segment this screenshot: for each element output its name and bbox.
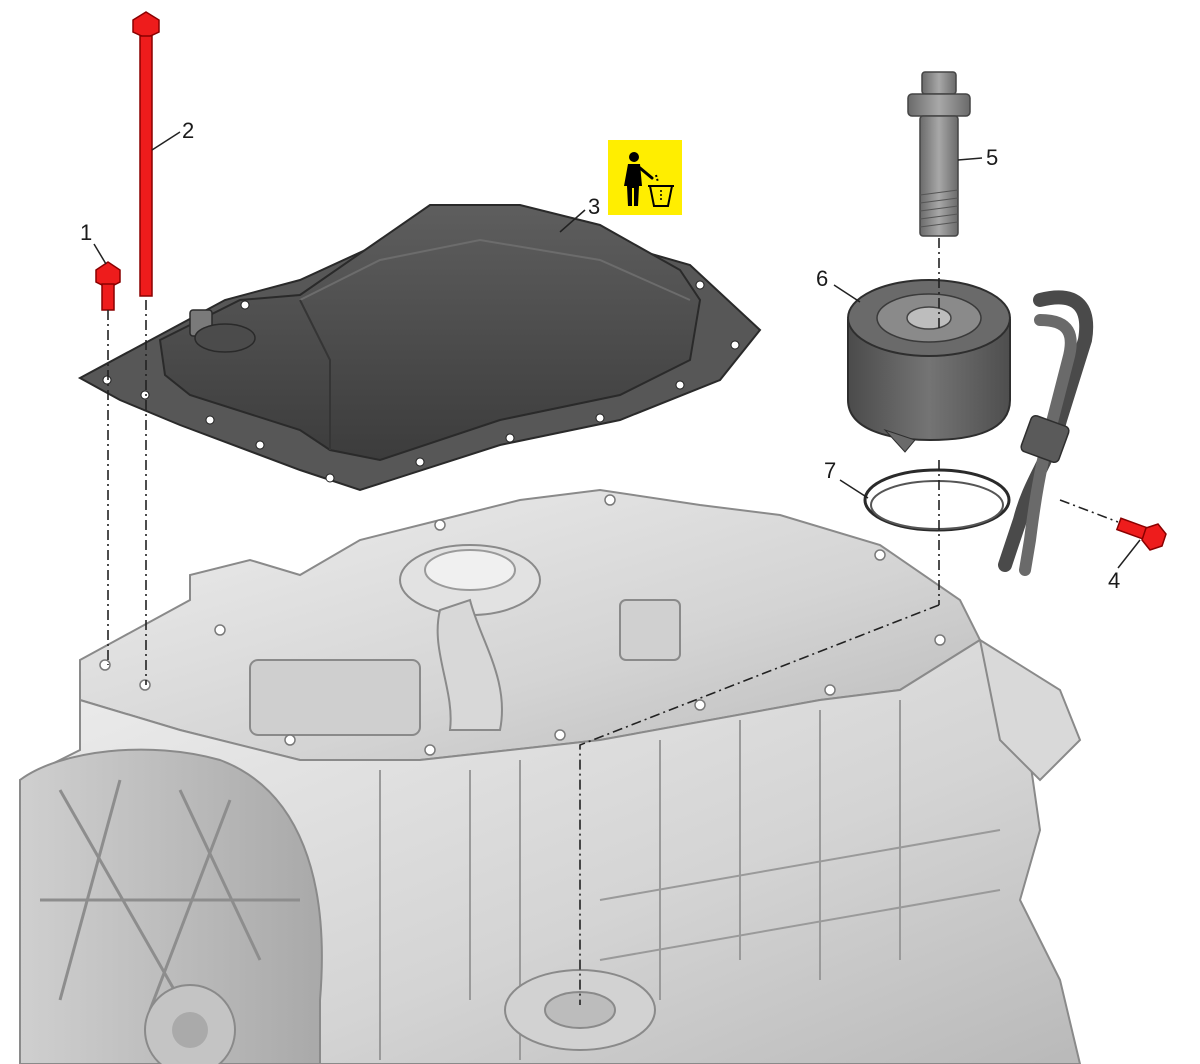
disposal-symbol (608, 140, 682, 215)
callout-3: 3 (588, 194, 600, 219)
bolt-4 (1115, 517, 1167, 551)
callout-1: 1 (80, 220, 92, 245)
callout-6: 6 (816, 266, 828, 291)
oil-pickup-tube (436, 598, 503, 731)
stud-top (921, 71, 957, 95)
assembly-line-mount (579, 604, 940, 1005)
leader-2 (151, 131, 181, 151)
oil-pan (77, 204, 762, 492)
oil-pickup-cap (424, 549, 516, 591)
bolt-2-head (132, 11, 160, 39)
oil-pump-module (249, 659, 421, 736)
leader-3 (559, 209, 586, 233)
bolt-2 (132, 11, 160, 297)
cooler-line-a (998, 290, 1094, 572)
flywheel-housing (19, 748, 323, 1064)
housing-ribs (40, 779, 300, 1011)
stud-threads (919, 189, 959, 228)
oil-pan-edge (299, 299, 331, 450)
discard-person-bin-icon (624, 152, 674, 207)
block-detail-lines (379, 700, 1001, 1060)
bolt-2-shank (139, 35, 153, 297)
leader-1 (93, 243, 107, 265)
callouts: 1 2 3 4 5 6 7 (80, 118, 1120, 593)
cooler-line-clip (1020, 414, 1070, 464)
bolt-1-head (95, 261, 121, 289)
oil-pan-bolt-holes (102, 280, 740, 483)
engine-mount-bracket (978, 637, 1082, 782)
stud-hex-collar (907, 93, 971, 117)
cooler-locating-tab (883, 428, 916, 453)
sensor-bracket (619, 599, 681, 661)
block-bolt-holes (99, 494, 946, 756)
leader-lines (93, 131, 1141, 569)
disposal-symbol-background (608, 140, 682, 215)
flywheel-center (172, 1012, 208, 1048)
bolt-1-shank (101, 283, 115, 311)
cooler-seal-ring (863, 468, 1011, 532)
oil-cooler-stud (907, 71, 971, 237)
oil-pan-body (158, 204, 702, 462)
callout-5: 5 (986, 145, 998, 170)
leader-7 (839, 479, 869, 499)
callout-7: 7 (824, 458, 836, 483)
callout-2: 2 (182, 118, 194, 143)
assembly-lines (107, 238, 1119, 1005)
seal-ring-inner (870, 480, 1004, 530)
cooler-center-port (906, 306, 952, 330)
oil-cooler (847, 279, 1094, 576)
leader-4 (1117, 539, 1141, 569)
assembly-line-bolt-4 (1059, 499, 1119, 523)
leader-6 (833, 284, 861, 303)
leader-5 (957, 157, 983, 161)
oil-cooler-mount-port (544, 991, 616, 1029)
oil-pan-crease (299, 238, 691, 301)
bolt-4-head (1141, 523, 1167, 551)
bolt-1 (95, 261, 121, 311)
stud-threaded-body (919, 115, 959, 237)
engine-block (19, 488, 1082, 1064)
oil-pan-drain-boss (194, 323, 256, 353)
callout-4: 4 (1108, 568, 1120, 593)
